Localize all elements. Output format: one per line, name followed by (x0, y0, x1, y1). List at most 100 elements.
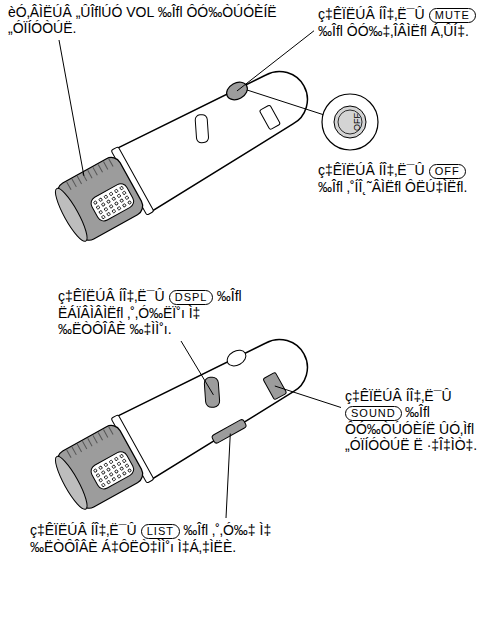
sensor-dot (93, 469, 97, 473)
key-name: MUTE (429, 8, 476, 23)
sensor-dot (101, 202, 105, 206)
sensor-dot (112, 477, 116, 481)
sensor-dot (106, 468, 110, 472)
leader-line (247, 90, 323, 115)
sensor-dot (122, 191, 126, 195)
commander-stalk (47, 322, 322, 519)
sensor-dot (96, 473, 100, 477)
sensor-dot (125, 196, 129, 200)
callout-text: èÓ‚ÂÌËÚÂ „ÛÎflÚÓ VOL ‰Îfl ÔÓ‰ÒÚÓÈÍË „ÓÏÍ… (8, 4, 308, 36)
off-key (334, 106, 366, 138)
knurl (77, 444, 81, 452)
key-name: OFF (429, 164, 466, 179)
instruction-text: ç‡ÊÏËÚÂ ÍÎ‡‚Ë¯Û (318, 162, 425, 178)
leader-line (59, 40, 84, 176)
sensor-dot (107, 212, 111, 216)
sensor-dot (101, 470, 105, 474)
sensor-dot (99, 478, 103, 482)
list-key (211, 419, 247, 444)
sensor-dot (125, 464, 129, 468)
sensor-dot (117, 474, 121, 478)
knurl (103, 162, 107, 170)
mute-key (224, 347, 248, 369)
instruction-text: ç‡ÊÏËÚÂ ÍÎ‡‚Ë¯Û (58, 288, 165, 304)
sensor-dot (99, 466, 103, 470)
sensor-dot (112, 197, 116, 201)
key-label: OFF (352, 113, 362, 131)
knurl (88, 170, 92, 178)
sensor-dot (106, 200, 110, 204)
knurl (93, 167, 97, 175)
leader-line (275, 386, 341, 407)
sensor-dot (117, 194, 121, 198)
sensor-dot (120, 467, 124, 471)
sensor-dot (120, 186, 124, 190)
callout-text: ç‡ÊÏËÚÂ ÍÎ‡‚Ë¯ÛLIST‰Îfl ‚˚‚Ó‰‡ Ì‡ ‰ËÒÔÎÂ… (30, 522, 310, 555)
knurl (109, 159, 113, 167)
sensor-dot (99, 210, 103, 214)
knurl (67, 182, 71, 190)
sensor-dot (120, 199, 124, 203)
sound-key (259, 105, 280, 130)
sensor-dot (104, 207, 108, 211)
knurl (82, 173, 86, 181)
sensor-dot (114, 189, 118, 193)
sensor-dot (93, 201, 97, 205)
stalk-body (115, 322, 321, 480)
sensor-dot (104, 475, 108, 479)
commander-stalk (47, 54, 322, 251)
sensor-dot (109, 192, 113, 196)
instruction-text: ‰Îfl ‚˚ÍÎ˛˜ÂÌËfl ÔËÚ‡ÌËfl. (318, 179, 467, 195)
sensor-dot (122, 459, 126, 463)
sensor-dot (117, 462, 121, 466)
dspl-key (195, 114, 209, 143)
sensor-dot (101, 483, 105, 487)
sensor-dot (104, 195, 108, 199)
sensor-dot (96, 205, 100, 209)
knurl (77, 176, 81, 184)
sensor-dot (101, 215, 105, 219)
knob-face (51, 185, 92, 244)
knob-face (51, 453, 92, 512)
sensor-dot (128, 200, 132, 204)
callout-text: ç‡ÊÏËÚÂ ÍÎ‡‚Ë¯ÛSOUND‰Îfl ÔÓ‰ÒÚÓÈÍË ÛÓ‚Ìf… (345, 388, 490, 453)
leader-line (237, 31, 314, 91)
sensor-dot (109, 472, 113, 476)
sensor-dot (99, 198, 103, 202)
sensor-window (89, 181, 137, 223)
knurl (72, 447, 76, 455)
knurl (82, 441, 86, 449)
sensor-dot (120, 454, 124, 458)
leader-line (181, 341, 213, 395)
sensor-dot (114, 457, 118, 461)
instruction-text: ç‡ÊÏËÚÂ ÍÎ‡‚Ë¯Û (30, 522, 137, 538)
knurl (98, 164, 102, 172)
sensor-dot (107, 480, 111, 484)
callout-text: ç‡ÊÏËÚÂ ÍÎ‡‚Ë¯Û MUTE‰Îfl ÔÓ‰‡‚ÎÂÌËfl Á‚ÛÍ… (318, 6, 488, 39)
sensor-dot (104, 463, 108, 467)
sensor-dot (112, 209, 116, 213)
sensor-dot (117, 206, 121, 210)
sensor-window (89, 449, 137, 491)
sensor-dot (122, 203, 126, 207)
sensor-dot (122, 471, 126, 475)
sound-key (263, 372, 287, 400)
knurl (98, 432, 102, 440)
sensor-dot (109, 460, 113, 464)
sensor-dot (109, 204, 113, 208)
key-name: LIST (141, 524, 180, 539)
key-name: DSPL (169, 290, 214, 305)
off-key-rim (338, 110, 362, 134)
sensor-dot (128, 468, 132, 472)
sensor-dot (112, 465, 116, 469)
callout-text: ç‡ÊÏËÚÂ ÍÎ‡‚Ë¯ÛDSPL‰Îfl ËÁÏÂÌÂÌËfl ‚˚‚Ó‰… (58, 288, 263, 337)
knurl (67, 450, 71, 458)
sensor-dot (114, 201, 118, 205)
stalk-body (115, 54, 321, 212)
instruction-text: ‰Îfl ÔÓ‰‡‚ÎÂÌËfl Á‚ÛÍ‡. (318, 23, 469, 39)
instruction-text: ç‡ÊÏËÚÂ ÍÎ‡‚Ë¯Û (318, 6, 425, 22)
knurl (93, 435, 97, 443)
knurl (88, 438, 92, 446)
zoom-circle (322, 94, 378, 150)
